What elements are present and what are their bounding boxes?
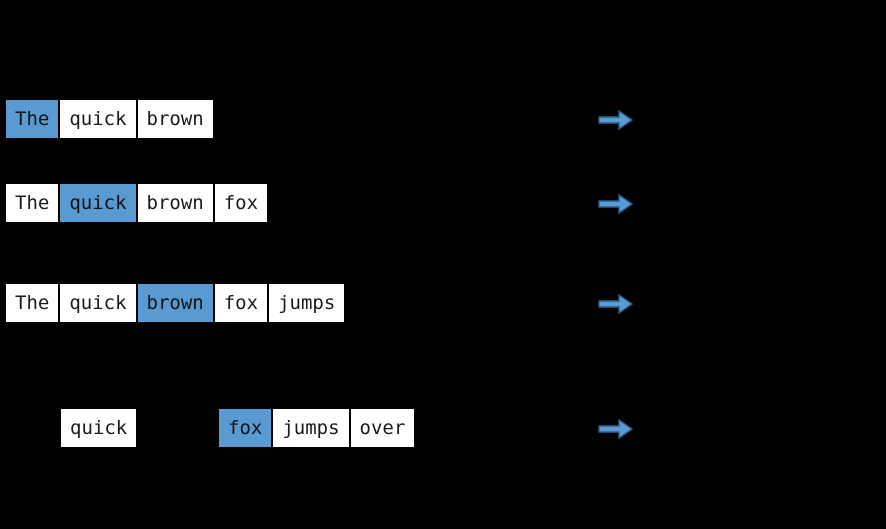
token-box[interactable]: quick <box>60 100 136 138</box>
token-strip-row-3: The quick brown fox jumps <box>6 284 345 324</box>
token-box[interactable]: fox <box>214 284 268 322</box>
token-box[interactable]: jumps <box>273 409 349 447</box>
token-box[interactable]: The <box>6 184 59 222</box>
arrow-right-icon-row-2 <box>598 184 634 224</box>
token-box[interactable]: fox <box>219 409 272 447</box>
token-strip-row-2: The quick brown fox <box>6 184 268 224</box>
arrow-right-icon-row-1 <box>598 100 634 140</box>
token-box[interactable]: brown <box>137 100 213 138</box>
token-row-3: The quick brown fox jumps <box>0 284 886 324</box>
token-strip-row-1: The quick brown <box>6 100 213 140</box>
token-box[interactable]: over <box>350 409 415 447</box>
token-box[interactable]: fox <box>214 184 268 222</box>
token-box[interactable]: brown <box>137 184 213 222</box>
token-box[interactable]: brown <box>137 284 213 322</box>
token-row-4: quick fox jumps over <box>0 409 886 449</box>
token-row-2: The quick brown fox <box>0 184 886 224</box>
arrow-right-icon-row-4 <box>598 409 634 449</box>
token-box[interactable]: The <box>6 284 59 322</box>
token-box[interactable]: The <box>6 100 59 138</box>
arrow-right-icon-row-3 <box>598 284 634 324</box>
token-strip-row-4-right: fox jumps over <box>219 409 415 449</box>
token-box[interactable]: quick <box>61 409 137 447</box>
token-strip-row-4-left: quick <box>61 409 137 449</box>
token-box[interactable]: quick <box>60 284 136 322</box>
token-row-1: The quick brown <box>0 100 886 140</box>
token-box[interactable]: quick <box>60 184 136 222</box>
token-box[interactable]: jumps <box>269 284 345 322</box>
